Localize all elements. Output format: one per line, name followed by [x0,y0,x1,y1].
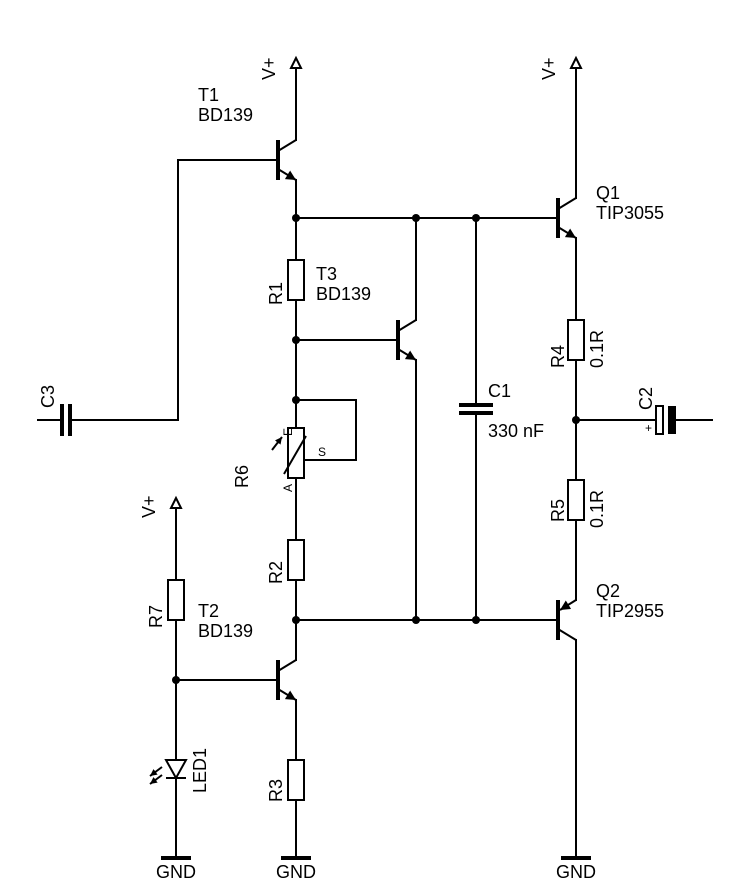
trimmer-adjust-arrow-icon [271,436,283,451]
junction-dot [472,214,480,222]
t2-collector-lead [277,659,297,672]
transistor-t3: T3 BD139 [316,264,417,361]
q2-part-label: TIP2955 [596,601,664,621]
t1-ref-label: T1 [198,85,219,105]
junction-dot [572,416,580,424]
t2-emitter-arrow-icon [277,688,297,701]
vplus-symbol-t1: V+ [259,55,303,80]
resistor-r4: R4 0.1R [548,319,607,368]
r3-ref-label: R3 [266,779,286,802]
capacitor-c3: C3 [38,385,72,436]
gnd-label: GND [556,862,596,882]
vplus-symbol-r7: V+ [139,495,183,518]
r1-ref-label: R1 [266,282,286,305]
gnd-label: GND [156,862,196,882]
q1-collector-lead [557,197,577,210]
q2-emitter-arrow-icon [559,599,577,611]
t3-collector-lead [397,319,417,332]
t3-ref-label: T3 [316,264,337,284]
vplus-label: V+ [259,57,279,80]
t1-collector-lead [277,139,297,152]
vplus-label: V+ [539,57,559,80]
r2-ref-label: R2 [266,561,286,584]
transistor-q2: Q2 TIP2955 [556,581,664,641]
capacitor-c2: + C2 [636,387,676,435]
resistor-body-icon [567,319,585,361]
capacitor-c1: C1 330 nF [459,381,544,441]
t1-emitter-arrow-icon [277,168,297,181]
resistor-body-icon [567,479,585,521]
junction-dot [412,616,420,624]
led-led1: LED1 [149,748,210,793]
t2-ref-label: T2 [198,601,219,621]
wiper-wire [295,399,357,461]
c3-ref-label: C3 [38,385,58,408]
diode-triangle-icon [164,759,188,781]
r5-ref-label: R5 [548,499,568,522]
r4-ref-label: R4 [548,345,568,368]
resistor-r5: R5 0.1R [548,479,607,528]
wire [69,159,279,421]
gnd-symbol-led: GND [156,856,196,882]
junction-dot [292,214,300,222]
gnd-symbol-q2: GND [556,856,596,882]
r6-pin-s-label: S [318,445,326,459]
resistor-r2: R2 [266,539,305,584]
resistor-r7: R7 [146,579,185,628]
q1-part-label: TIP3055 [596,203,664,223]
trimmer-diagonal-icon [283,435,307,475]
resistor-body-icon [167,579,185,621]
transistor-t2: T2 BD139 [198,601,297,701]
resistor-body-icon [287,259,305,301]
capacitor-positive-plate-icon [655,405,664,435]
q1-emitter-arrow-icon [557,226,577,239]
vplus-symbol-q1: V+ [539,55,583,80]
t1-part-label: BD139 [198,105,253,125]
c1-ref-label: C1 [488,381,511,401]
q2-collector-lead [557,628,577,641]
vplus-arrow-icon [169,495,183,509]
junction-dot [472,616,480,624]
trimmer-r6: E A S R6 [232,427,326,492]
c1-value-label: 330 nF [488,421,544,441]
resistor-r1: R1 [266,259,305,305]
c2-polarity-label: + [645,421,652,435]
t3-part-label: BD139 [316,284,371,304]
junction-dot [412,214,420,222]
vplus-label: V+ [139,495,159,518]
transistor-q1: Q1 TIP3055 [556,183,664,239]
q1-ref-label: Q1 [596,183,620,203]
junction-dot [292,616,300,624]
junctions [172,214,580,684]
capacitor-negative-plate-icon [668,406,676,434]
r6-ref-label: R6 [232,465,252,488]
t3-emitter-arrow-icon [397,348,417,361]
resistor-body-icon [287,759,305,801]
light-emission-arrow-icon [149,774,163,785]
led1-ref-label: LED1 [190,748,210,793]
gnd-label: GND [276,862,316,882]
gnd-symbol-r3: GND [276,856,316,882]
vplus-arrow-icon [289,55,303,69]
junction-dot [172,676,180,684]
r5-value-label: 0.1R [587,490,607,528]
light-emission-arrow-icon [149,766,163,777]
resistor-r3: R3 [266,759,305,802]
r7-ref-label: R7 [146,605,166,628]
r4-value-label: 0.1R [587,330,607,368]
vplus-arrow-icon [569,55,583,69]
junction-dot [292,396,300,404]
resistor-body-icon [287,539,305,581]
r6-pin-e-label: E [281,428,295,436]
q2-ref-label: Q2 [596,581,620,601]
transistor-t1: T1 BD139 [198,85,297,181]
t2-part-label: BD139 [198,621,253,641]
r6-pin-a-label: A [281,484,295,492]
c2-ref-label: C2 [636,387,656,410]
junction-dot [292,336,300,344]
